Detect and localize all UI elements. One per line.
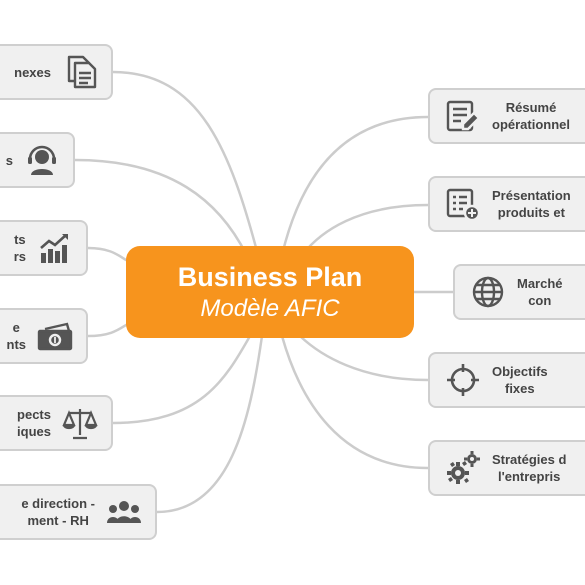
node-financials[interactable]: ts rs	[0, 220, 88, 276]
central-title: Business Plan	[177, 262, 363, 292]
node-label: Résumé opérationnel	[492, 100, 571, 132]
node-label: Objectifs fixes	[492, 364, 548, 396]
globe-icon	[469, 273, 507, 311]
node-strategies[interactable]: Stratégies d l'entrepris	[428, 440, 585, 496]
node-funding[interactable]: e nts	[0, 308, 88, 364]
connector-line	[86, 323, 128, 338]
connector-line	[73, 158, 250, 260]
node-label: Marché con	[517, 276, 563, 308]
node-management[interactable]: e direction - ment - RH	[0, 484, 157, 540]
node-executive-summary[interactable]: Résumé opérationnel	[428, 88, 585, 144]
growth-chart-icon	[36, 229, 74, 267]
target-icon	[444, 361, 482, 399]
node-market[interactable]: Marché con	[453, 264, 585, 320]
connector-line	[86, 246, 128, 262]
node-objectives[interactable]: Objectifs fixes	[428, 352, 585, 408]
node-annexes[interactable]: nexes	[0, 44, 113, 100]
connector-line	[111, 334, 252, 425]
connector-line	[280, 115, 430, 257]
node-label: nexes	[14, 64, 51, 80]
node-label: s	[5, 152, 13, 168]
connector-line	[111, 70, 260, 257]
gears-icon	[444, 449, 482, 487]
connector-line	[298, 334, 430, 382]
money-bills-icon	[36, 317, 74, 355]
documents-icon	[61, 53, 99, 91]
connector-line	[280, 334, 430, 470]
team-icon	[105, 493, 143, 531]
node-legal[interactable]: pects iques	[0, 395, 113, 451]
node-label: Présentation produits et	[492, 188, 571, 220]
node-label: e direction - ment - RH	[21, 496, 95, 528]
scales-icon	[61, 404, 99, 442]
node-label: pects iques	[17, 407, 51, 439]
node-label: e nts	[6, 320, 27, 352]
node-products[interactable]: Présentation produits et	[428, 176, 585, 232]
central-topic[interactable]: Business Plan Modèle AFIC	[126, 246, 414, 338]
connector-line	[155, 334, 264, 514]
list-add-icon	[444, 185, 482, 223]
node-label: Stratégies d l'entrepris	[492, 452, 567, 484]
node-label: ts rs	[13, 232, 26, 264]
document-edit-icon	[444, 97, 482, 135]
central-subtitle: Modèle AFIC	[200, 295, 340, 322]
node-clients[interactable]: s	[0, 132, 75, 188]
customer-support-icon	[23, 141, 61, 179]
